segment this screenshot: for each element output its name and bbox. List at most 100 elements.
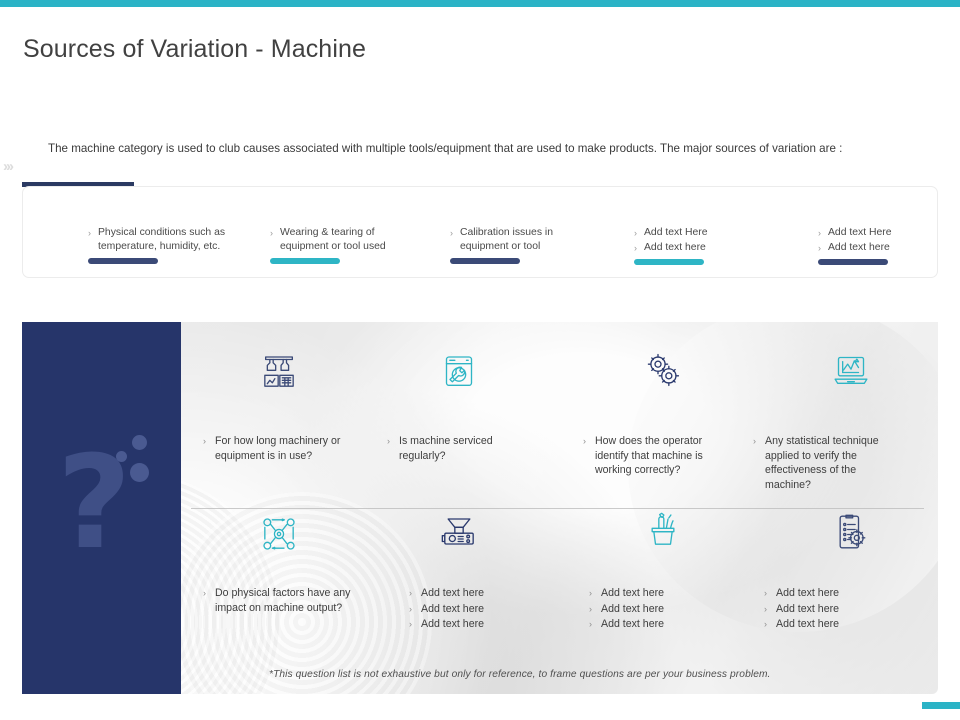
chevron-right-icon: › bbox=[589, 588, 592, 598]
factory-machinery-icon bbox=[259, 352, 299, 397]
question-bullet: › How does the operator identify that mac… bbox=[583, 434, 713, 478]
chevron-right-icon: › bbox=[88, 228, 91, 238]
checklist-gear-icon bbox=[831, 512, 871, 557]
laptop-chart-icon bbox=[831, 350, 871, 395]
top-card-item-4[interactable]: › Add text Here › Add text here bbox=[634, 226, 784, 265]
row-divider bbox=[191, 508, 924, 509]
question-bullet: › Add text here bbox=[589, 586, 699, 601]
question-bullet-label: Add text here bbox=[601, 587, 665, 599]
question-bullet-label: Is machine serviced regularly? bbox=[399, 435, 493, 462]
question-bullet: › Do physical factors have any impact on … bbox=[203, 586, 353, 615]
question-bullet-label: Add text here bbox=[776, 602, 840, 615]
top-card-bullet: › Calibration issues in equipment or tool bbox=[450, 226, 600, 254]
question-bullet: › Add text here bbox=[409, 586, 519, 601]
top-card-bullet-label: Add text here bbox=[828, 242, 890, 253]
top-card-bullet-label: Calibration issues in equipment or tool bbox=[460, 227, 553, 252]
question-bullets: › Is machine serviced regularly? bbox=[387, 434, 497, 464]
top-card-bullet-label: Add text Here bbox=[644, 227, 708, 238]
top-card-bullet: › Physical conditions such as temperature… bbox=[88, 226, 238, 254]
chevron-right-icon: › bbox=[409, 619, 412, 630]
chevron-right-icon: › bbox=[634, 228, 637, 238]
question-bullet-label: How does the operator identify that mach… bbox=[595, 435, 703, 477]
top-card-accent-bar bbox=[22, 182, 134, 187]
intro-paragraph: The machine category is used to club cau… bbox=[48, 142, 843, 155]
top-card-columns: › Physical conditions such as temperature… bbox=[22, 186, 938, 278]
chevron-right-icon: › bbox=[450, 228, 453, 238]
top-card-bullet-label: Wearing & tearing of equipment or tool u… bbox=[280, 227, 386, 252]
machine-service-wrench-icon bbox=[439, 352, 479, 397]
top-card-item-2[interactable]: › Wearing & tearing of equipment or tool … bbox=[270, 226, 420, 264]
top-card-bullet: › Add text here bbox=[634, 241, 784, 255]
top-card-bullet: › Wearing & tearing of equipment or tool … bbox=[270, 226, 420, 254]
question-bullet: › Add text here bbox=[409, 602, 519, 617]
top-card-bullet: › Add text Here bbox=[634, 226, 784, 240]
chevron-right-icon: › bbox=[409, 588, 412, 598]
chevron-right-icon: › bbox=[589, 619, 592, 630]
photo-cylinder-shape bbox=[628, 322, 938, 632]
chevron-right-icon: › bbox=[818, 228, 821, 238]
question-bullet: › Add text here bbox=[764, 602, 874, 617]
question-bullet-label: Add text here bbox=[601, 602, 665, 615]
top-card-item-3[interactable]: › Calibration issues in equipment or tool bbox=[450, 226, 600, 264]
chevron-right-icon: › bbox=[764, 588, 767, 598]
chevron-right-icon: › bbox=[753, 436, 756, 446]
top-card-underline bbox=[818, 259, 888, 265]
chevron-right-icon: › bbox=[634, 243, 637, 253]
question-bullet: › Is machine serviced regularly? bbox=[387, 434, 497, 463]
toolbox-tools-icon bbox=[643, 510, 683, 555]
intro-chevrons-icon: ››› bbox=[3, 158, 14, 175]
question-bullet: › Add text here bbox=[764, 617, 874, 632]
top-card-bullet-label: Add text Here bbox=[828, 227, 892, 238]
question-bullets: › Add text here › Add text here › Add text he… bbox=[589, 586, 699, 633]
top-card-underline bbox=[270, 257, 340, 264]
top-card-underline bbox=[88, 257, 158, 264]
chevron-right-icon: › bbox=[589, 603, 592, 614]
chevron-right-icon: › bbox=[764, 603, 767, 614]
question-bullet: › Add text here bbox=[589, 602, 699, 617]
question-bullet-label: Add text here bbox=[601, 618, 665, 631]
page-title: Sources of Variation - Machine bbox=[23, 35, 366, 63]
question-bullets: › How does the operator identify that mac… bbox=[583, 434, 713, 479]
top-card-item-5[interactable]: › Add text Here › Add text here bbox=[818, 226, 938, 265]
top-card-underline bbox=[450, 257, 520, 264]
question-bullet-label: Do physical factors have any impact on m… bbox=[215, 587, 351, 614]
questions-grid: › For how long machinery or equipment is … bbox=[181, 322, 938, 694]
chevron-right-icon: › bbox=[764, 619, 767, 630]
question-bullets: › Add text here › Add text here › Add text he… bbox=[764, 586, 874, 633]
footnote: *This question list is not exhaustive bu… bbox=[269, 669, 771, 680]
question-bullet-label: Add text here bbox=[776, 587, 840, 599]
question-bullet: › Add text here bbox=[409, 617, 519, 632]
top-card-item-1[interactable]: › Physical conditions such as temperature… bbox=[88, 226, 238, 264]
top-card-underline bbox=[634, 259, 704, 265]
question-bullet: › Any statistical technique applied to ve… bbox=[753, 434, 898, 492]
question-bullet: › Add text here bbox=[589, 617, 699, 632]
chevron-right-icon: › bbox=[818, 243, 821, 253]
chevron-right-icon: › bbox=[203, 588, 206, 598]
top-card-bullet-label: Physical conditions such as temperature,… bbox=[98, 227, 226, 252]
question-bullets: › Add text here › Add text here › Add text he… bbox=[409, 586, 519, 633]
gear-network-icon bbox=[259, 514, 299, 559]
question-bullet-label: Add text here bbox=[776, 618, 840, 631]
chevron-right-icon: › bbox=[409, 603, 412, 614]
chevron-right-icon: › bbox=[387, 436, 390, 446]
question-bullet-label: Any statistical technique applied to ver… bbox=[765, 435, 879, 491]
question-bullets: › Any statistical technique applied to ve… bbox=[753, 434, 898, 493]
chevron-right-icon: › bbox=[583, 436, 586, 446]
main-panel: ? ›››› Questions* that shall be addresse… bbox=[22, 322, 938, 694]
question-bullet-label: For how long machinery or equipment is i… bbox=[215, 435, 341, 462]
questions-sidebar: ? ›››› Questions* that shall be addresse… bbox=[22, 322, 181, 694]
question-bullet-label: Add text here bbox=[421, 587, 485, 599]
question-bullet-label: Add text here bbox=[421, 602, 485, 615]
top-card-bullet: › Add text Here bbox=[818, 226, 938, 240]
top-card-bullet-label: Add text here bbox=[644, 242, 706, 253]
question-bullet: › Add text here bbox=[764, 586, 874, 601]
question-bullet-label: Add text here bbox=[421, 618, 485, 631]
corner-accent-bar bbox=[922, 702, 960, 709]
chevron-right-icon: › bbox=[270, 228, 273, 238]
top-card-bullet: › Add text here bbox=[818, 241, 938, 255]
photo-roll-shape-right bbox=[172, 492, 432, 694]
question-bullet: ›For how long machinery or equipment is … bbox=[203, 434, 353, 463]
top-accent-bar bbox=[0, 0, 960, 7]
question-bullets: ›For how long machinery or equipment is … bbox=[203, 434, 353, 464]
